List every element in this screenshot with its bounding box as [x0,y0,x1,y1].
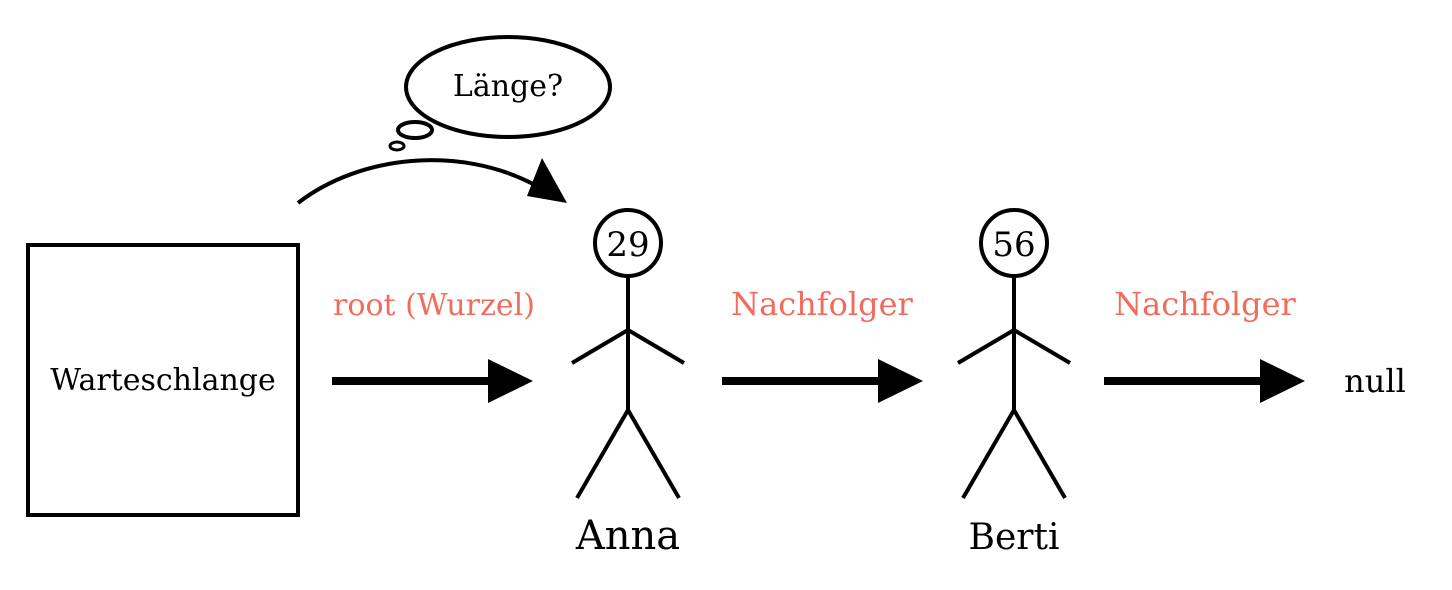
root-edge-label: root (Wurzel) [333,288,535,323]
queue-label: Warteschlange [50,363,276,398]
anna-age: 29 [606,225,649,265]
root-edge: root (Wurzel) [332,288,535,403]
next-edge-1: Nachfolger [722,285,923,403]
berti-left-arm [956,328,1016,365]
queue-node: Warteschlange [26,243,300,517]
root-arrow-head [488,359,533,403]
anna-name: Anna [575,513,680,559]
anna-right-arm [626,328,686,365]
berti-age: 56 [992,225,1035,265]
thought-bubble-dot-large [396,120,434,140]
queue-box [26,243,300,517]
next-edge-1-label: Nachfolger [731,285,913,323]
berti-name: Berti [969,517,1060,558]
next-edge-2-label: Nachfolger [1114,285,1296,323]
curved-arrow-line [296,158,536,205]
anna-left-arm [570,328,630,365]
person-anna: 29 Anna [570,208,686,559]
thought-bubble-cloud [404,35,612,139]
thought-bubble: Länge? [388,35,612,152]
berti-left-leg [961,408,1016,500]
thought-bubble-dot-small [388,140,406,152]
length-query-arrow [296,158,567,205]
curved-arrow-head [527,158,567,203]
anna-left-leg [575,408,630,500]
null-label: null [1344,362,1406,400]
next-arrow-2-head [1260,359,1305,403]
thought-text: Länge? [453,69,563,104]
berti-right-arm [1012,328,1072,365]
berti-right-leg [1012,408,1067,500]
anna-right-leg [626,408,681,500]
next-edge-2: Nachfolger [1104,285,1305,403]
person-berti: 56 Berti [956,208,1072,558]
next-arrow-1-head [878,359,923,403]
